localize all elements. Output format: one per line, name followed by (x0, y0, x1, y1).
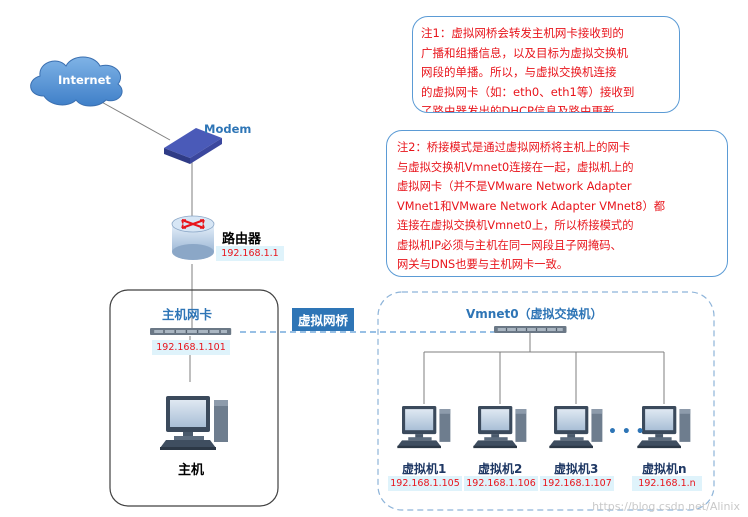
virtual-switch-icon (493, 325, 568, 334)
note-2-line: 虚拟机IP必须与主机在同一网段且子网掩码、 (397, 238, 622, 252)
host-label: 主机 (178, 463, 205, 478)
note-1-line: 了路由器发出的DHCP信息及路由更新。 (421, 104, 626, 113)
vm1-label: 虚拟机1 (402, 462, 447, 476)
link-lines (97, 99, 665, 404)
vswitch-label: Vmnet0（虚拟交换机） (466, 307, 603, 321)
note-1-line: 注1：虚拟网桥会转发主机网卡接收到的 (421, 26, 624, 40)
watermark: https://blog.csdn.net/Alinix (592, 500, 740, 513)
vmn-ip: 192.168.1.n (632, 476, 702, 491)
vm2-computer-icon (473, 406, 527, 449)
internet-label: Internet (58, 73, 111, 87)
note-1-line: 网段的单播。所以，与虚拟交换机连接 (421, 65, 617, 79)
vm2-label: 虚拟机2 (478, 462, 523, 476)
vm3-label: 虚拟机3 (554, 462, 599, 476)
internet-modem-link (97, 99, 171, 141)
vm2-ip: 192.168.1.106 (464, 476, 538, 491)
vm-ellipsis: • • • (608, 424, 645, 440)
host-nic-icon (149, 327, 232, 336)
modem-icon (164, 128, 222, 164)
vmn-label: 虚拟机n (642, 462, 687, 476)
router-label: 路由器 (222, 232, 262, 247)
bridge-label: 虚拟网桥 (292, 308, 355, 331)
vmn-computer-icon (637, 406, 691, 449)
host-frame (109, 289, 279, 507)
note-2: 注2：桥接模式是通过虚拟网桥将主机上的网卡 与虚拟交换机Vmnet0连接在一起，… (386, 130, 728, 277)
modem-label: Modem (204, 122, 252, 136)
note-2-line: 注2：桥接模式是通过虚拟网桥将主机上的网卡 (397, 141, 631, 154)
note-2-line: 与虚拟交换机Vmnet0连接在一起，虚拟机上的 (397, 160, 634, 174)
virtual-area-frame (377, 291, 715, 511)
note-1-line: 的虚拟网卡（如：eth0、eth1等）接收到 (421, 84, 635, 99)
router-icon (171, 215, 215, 260)
note-2-line: VMnet1和VMware Network Adapter VMnet8）都 (397, 199, 666, 213)
note-1-line: 广播和组播信息，以及目标为虚拟交换机 (421, 45, 628, 60)
host-computer-icon (160, 396, 228, 450)
vm3-computer-icon (549, 406, 603, 449)
note-2-line: 网关与DNS也要与主机网卡一致。 (397, 258, 569, 271)
vm1-ip: 192.168.1.105 (388, 476, 462, 491)
router-ip: 192.168.1.1 (216, 246, 284, 261)
note-2-line: 连接在虚拟交换机Vmnet0上，所以桥接模式的 (397, 219, 634, 232)
internet-cloud-icon (30, 56, 123, 107)
note-2-line: 虚拟网卡（并不是VMware Network Adapter (397, 180, 632, 193)
note-1: 注1：虚拟网桥会转发主机网卡接收到的 广播和组播信息，以及目标为虚拟交换机 网段… (412, 16, 680, 113)
vm1-computer-icon (397, 406, 451, 449)
vm3-ip: 192.168.1.107 (540, 476, 614, 491)
host-nic-label: 主机网卡 (162, 307, 213, 322)
host-nic-ip: 192.168.1.101 (152, 340, 230, 355)
